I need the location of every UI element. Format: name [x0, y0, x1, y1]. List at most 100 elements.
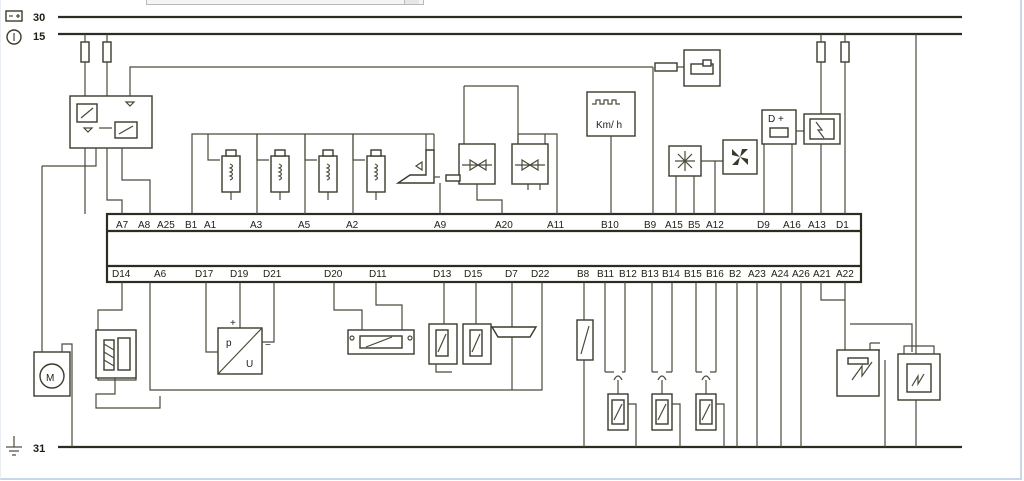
- address-bar[interactable]: [146, 0, 424, 5]
- injector-icon: [352, 134, 386, 200]
- pin-d22: D22: [531, 269, 550, 280]
- ignition-module-icon: [791, 113, 841, 214]
- pin-b12: B12: [619, 269, 637, 280]
- ignition-coil-icon: [604, 282, 637, 447]
- pin-d21: D21: [263, 269, 282, 280]
- pin-a23: A23: [748, 269, 766, 280]
- pin-b13: B13: [641, 269, 659, 280]
- pin-d7: D7: [505, 269, 518, 280]
- rail-15: 15: [6, 29, 962, 45]
- speed-sensor-icon: Km/ h: [586, 91, 636, 214]
- speed-label: Km/ h: [596, 120, 622, 131]
- ignition-coil-icon: [820, 282, 913, 447]
- pin-b11: B11: [597, 269, 614, 280]
- sensor-p-label: p: [226, 338, 232, 349]
- throttle-body-icon: [445, 85, 519, 214]
- pressure-sensor-icon: p U + −: [205, 282, 275, 375]
- fuse-group-right: [816, 34, 850, 214]
- fuse-icon: [80, 41, 90, 63]
- ground-icon: [6, 436, 22, 456]
- pin-a22: A22: [836, 269, 854, 280]
- knock-sensor-icon: [333, 282, 415, 355]
- pin-a2: A2: [346, 220, 359, 231]
- pin-d13: D13: [433, 269, 452, 280]
- pin-a1: A1: [204, 220, 217, 231]
- injector-set: [207, 134, 386, 200]
- pin-a7: A7: [116, 220, 129, 231]
- injector-icon: [207, 134, 241, 200]
- pin-a20: A20: [495, 220, 513, 231]
- pin-d14: D14: [112, 269, 131, 280]
- motor-icon: M: [33, 166, 73, 447]
- pin-b8: B8: [577, 269, 590, 280]
- switch-icon: [576, 282, 594, 447]
- coolant-temp-sensor-icon: [428, 282, 458, 373]
- idle-actuator-icon: [683, 49, 721, 87]
- relay-icon: [69, 95, 153, 149]
- fuse-icon: [654, 62, 678, 72]
- pins-top-row: A7 A8 A25 B1 A1 A3 A5 A2 A9 A20 A11 B10 B9 A15 B5 A12 D9…: [116, 220, 849, 231]
- ignition-coil-set: [604, 282, 725, 447]
- pin-a8: A8: [138, 220, 151, 231]
- temp-sensor-icon: [395, 134, 441, 214]
- pin-a6: A6: [154, 269, 167, 280]
- pin-d17: D17: [195, 269, 214, 280]
- pin-d9: D9: [757, 220, 770, 231]
- pin-d20: D20: [324, 269, 343, 280]
- motor-label: M: [46, 373, 54, 384]
- pin-d15: D15: [464, 269, 483, 280]
- air-valve-icon: [511, 133, 558, 214]
- pin-a26: A26: [792, 269, 810, 280]
- pin-a21: A21: [813, 269, 831, 280]
- fan-icon: [714, 139, 758, 214]
- pin-a13: A13: [808, 220, 826, 231]
- pin-b2: B2: [729, 269, 742, 280]
- air-temp-sensor-icon: [462, 282, 492, 365]
- pin-a16: A16: [783, 220, 801, 231]
- pin-b5: B5: [688, 220, 701, 231]
- pin-a11: A11: [547, 220, 564, 231]
- rail-31-label: 31: [33, 443, 45, 455]
- rail-30: 30: [5, 10, 962, 24]
- pins-bottom-row: D14 A6 D17 D19 D21 D20 D11 D13 D15 D7 D22 B8 B11 B12 B…: [112, 269, 854, 280]
- rail-31: 31: [6, 436, 962, 456]
- ignition-coil-icon: [651, 282, 681, 447]
- pin-a15: A15: [665, 220, 683, 231]
- pin-b10: B10: [601, 220, 619, 231]
- pin-a5: A5: [298, 220, 311, 231]
- pin-a24: A24: [771, 269, 789, 280]
- alternator-icon: D +: [761, 109, 806, 214]
- pin-a25: A25: [157, 220, 175, 231]
- sensor-plus-label: +: [230, 318, 236, 329]
- pin-b14: B14: [662, 269, 680, 280]
- pin-d19: D19: [230, 269, 249, 280]
- alternator-label: D +: [768, 114, 784, 125]
- pin-d11: D11: [369, 269, 387, 280]
- pin-b9: B9: [644, 220, 657, 231]
- pin-b1: B1: [185, 220, 198, 231]
- battery-icon: [5, 10, 23, 22]
- pin-a9: A9: [434, 220, 447, 231]
- pin-a3: A3: [250, 220, 263, 231]
- address-bar-button[interactable]: [404, 0, 419, 4]
- pump-relay-icon: [95, 282, 543, 409]
- injector-icon: [304, 134, 338, 200]
- ignition-coil-2-icon: [897, 345, 941, 401]
- pin-b15: B15: [684, 269, 702, 280]
- snowflake-icon: [668, 145, 723, 214]
- fuse-group-left: [80, 34, 112, 96]
- rail-15-label: 15: [33, 31, 45, 43]
- fuse-icon: [840, 41, 850, 63]
- injector-icon: [256, 134, 290, 200]
- pin-d1: D1: [836, 220, 849, 231]
- ecu-connector: [105, 212, 863, 284]
- pin-a12: A12: [706, 220, 724, 231]
- fuse-icon: [816, 41, 826, 63]
- sensor-minus-label: −: [265, 340, 271, 351]
- pin-b16: B16: [706, 269, 724, 280]
- fuse-icon: [102, 41, 112, 63]
- ignition-coil-icon: [695, 282, 725, 447]
- diagnostic-connector-icon: [490, 282, 538, 390]
